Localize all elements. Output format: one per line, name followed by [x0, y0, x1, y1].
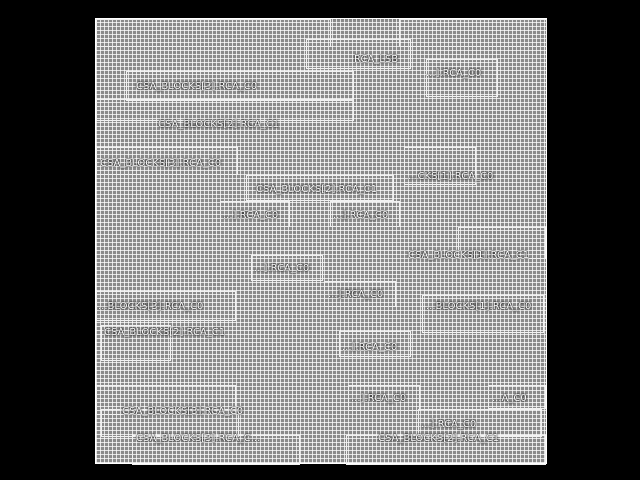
instance-label[interactable]: ...].RCA_C0 [342, 342, 398, 353]
instance-label[interactable]: CSA_BLOCKS[3].RCA_C0 [122, 406, 244, 417]
instance-label[interactable]: CSA_BLOCKS[2].RCA_C1 [104, 327, 226, 338]
instance-label[interactable]: ...].RCA_C0 [351, 393, 407, 404]
cell-outline [246, 175, 394, 201]
instance-label[interactable]: ...].RCA_C0 [254, 263, 310, 274]
instance-label[interactable]: CSA_BLOCKS[3].RCA_C0 [100, 158, 222, 169]
instance-label[interactable]: ...].RCA_C0 [421, 419, 477, 430]
cell-outline [96, 147, 238, 175]
cell-outline [399, 19, 547, 47]
instance-label[interactable]: ...].RCA_C0 [426, 68, 482, 79]
cell-outline [96, 99, 354, 121]
cell-outline [126, 71, 354, 101]
instance-label[interactable]: ...].RCA_C0 [328, 289, 384, 300]
instance-label[interactable]: CSA_BLOCKS[2].RCA_C1 [158, 119, 280, 130]
cell-outline [306, 39, 411, 69]
instance-label[interactable]: ...].RCA_C0 [223, 210, 279, 221]
cell-outline [458, 227, 546, 259]
die-area[interactable]: RCA_LSB ...].RCA_C0 CSA_BLOCKS[3].RCA_C0… [95, 18, 547, 465]
instance-label[interactable]: ...CKS[1].RCA_C0 [408, 171, 494, 182]
cell-outline [96, 19, 331, 47]
cell-outline [101, 409, 239, 437]
cell-outline [330, 201, 400, 227]
cell-outline [96, 385, 236, 415]
instance-label[interactable]: CSA_BLOCKS[2].RCA_C1 [378, 433, 500, 444]
cell-outline [101, 325, 171, 361]
instance-label[interactable]: CSA_BLOCKS[3].RCA_C0 [136, 81, 258, 92]
instance-label[interactable]: CSA_BLOCKS[1].RCA_C1 [408, 250, 530, 261]
cell-outline [251, 255, 323, 281]
cell-outline [339, 331, 411, 357]
cell-outline [346, 435, 546, 465]
instance-label[interactable]: CSA_BLOCKS[3].RCA_C... [136, 433, 261, 444]
cell-outline [324, 281, 396, 307]
instance-label[interactable]: CSA_BLOCKS[2].RCA_C1 [256, 184, 378, 195]
cell-outline [404, 147, 476, 185]
cell-outline [426, 59, 498, 97]
cell-outline [132, 435, 300, 465]
instance-label[interactable]: ...BLOCKS[1].RCA_C0 [426, 301, 532, 312]
cell-outline [348, 385, 420, 411]
cell-outline [220, 201, 290, 227]
cell-outline [488, 385, 546, 409]
cell-outline [422, 295, 544, 333]
instance-label[interactable]: ...A_C0 [492, 393, 527, 404]
instance-label[interactable]: ...].RCA_C0 [333, 210, 389, 221]
instance-label[interactable]: ...BLOCKS[3].RCA_C0 [98, 301, 204, 312]
instance-label[interactable]: RCA_LSB [354, 54, 399, 65]
cell-outline [96, 291, 236, 321]
cell-outline [418, 409, 542, 437]
